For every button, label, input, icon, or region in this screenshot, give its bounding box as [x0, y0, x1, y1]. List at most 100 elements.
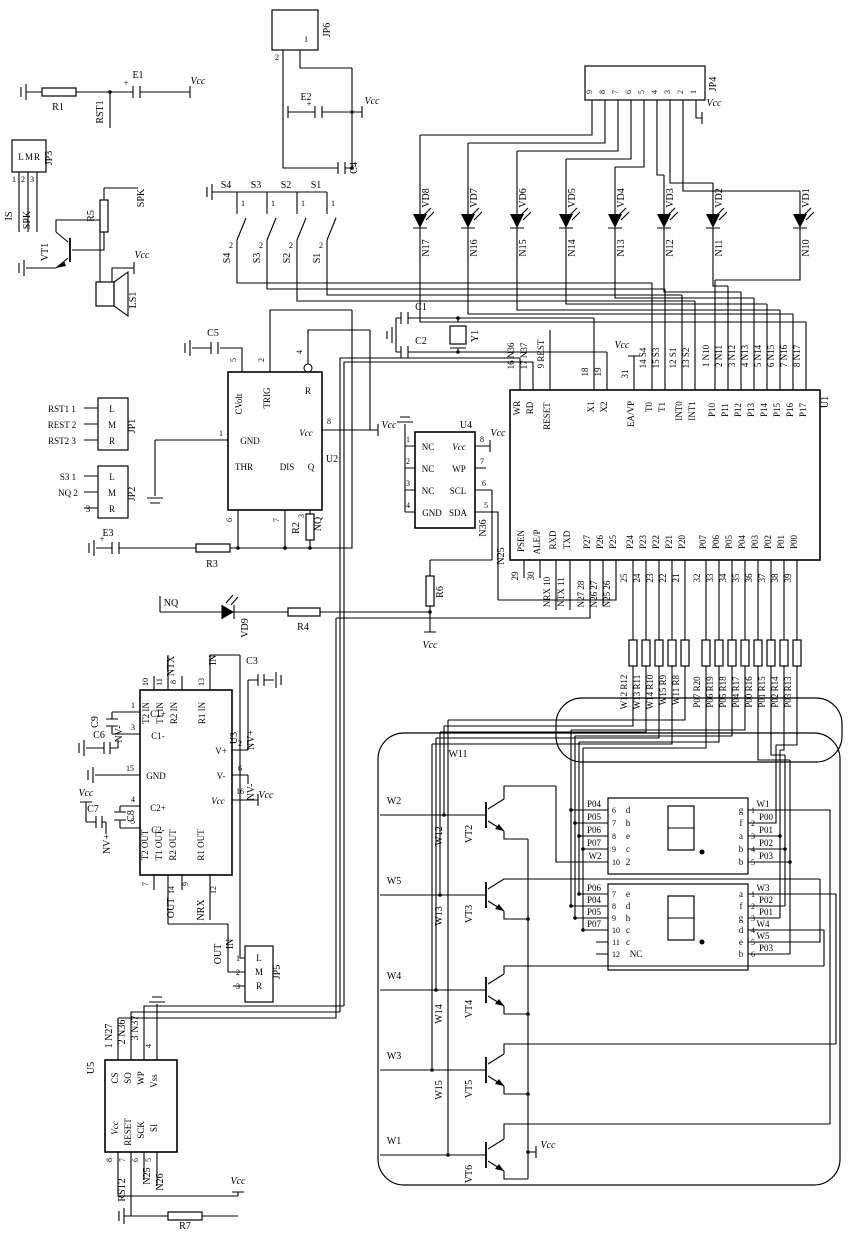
label-r5: R5 [86, 210, 97, 222]
label-2: 2 [289, 241, 293, 250]
label-6: 6 [612, 806, 616, 815]
label-1: 1 [12, 175, 16, 184]
label-g: g [739, 805, 744, 815]
label-u3: U3 [229, 732, 240, 744]
label-14: 14 [167, 886, 176, 894]
label-s2: S2 [282, 253, 293, 264]
crystal-y1 [449, 325, 467, 345]
resistor-r2 [305, 513, 315, 541]
label-w13: W13 [434, 906, 445, 925]
label-sck: SCK [136, 1121, 146, 1139]
label-b: b [739, 844, 744, 854]
label-c9: C9 [90, 716, 101, 728]
label-n25: N25 [142, 1167, 153, 1184]
label-4: 4 [406, 501, 410, 510]
label-rxd: RXD [548, 530, 558, 550]
label-jp2: JP2 [127, 487, 138, 501]
label-jp6: JP6 [322, 23, 333, 37]
label-n13: N13 [616, 239, 627, 256]
label-vcc: Vcc [110, 1121, 120, 1135]
label-t1-out: T1 OUT [154, 829, 164, 860]
label-out: OUT [166, 898, 177, 919]
label-2: 2 [751, 902, 755, 911]
label-p07: P07 [587, 919, 602, 929]
label-c1-: C1- [151, 731, 165, 741]
label-5: 5 [229, 358, 238, 362]
label-w5: W5 [387, 876, 401, 887]
label-w3: W3 [387, 1051, 401, 1062]
label-r2-in: R2 IN [169, 701, 179, 724]
label-nv+: NV+ [102, 834, 113, 854]
label-l: L [109, 472, 115, 482]
label-p27: P27 [582, 535, 592, 550]
label-cs: CS [110, 1072, 120, 1083]
label-e3: E3 [102, 528, 113, 539]
connector-jp2 [84, 465, 129, 519]
label-m: M [108, 488, 116, 498]
label-9: 9 [612, 845, 616, 854]
label-b: b [739, 857, 744, 867]
label-e2: E2 [300, 92, 311, 103]
label-ntx-11: NTX 11 [556, 577, 566, 606]
label-15-s3: 15 S3 [651, 347, 661, 368]
label-r6: R6 [435, 586, 446, 598]
label-w11: W11 [448, 749, 467, 760]
label-5-n14: 5 N14 [753, 344, 763, 367]
label-r1-in: R1 IN [197, 701, 207, 724]
label-c4: C4 [349, 162, 360, 174]
ic-u2-timer [88, 309, 436, 633]
label-m: M [25, 152, 33, 162]
connector-jp1 [84, 397, 129, 451]
label-12: 12 [209, 886, 218, 894]
label-c8: C8 [126, 810, 137, 822]
label-3-n37: 3 N37 [130, 1016, 141, 1041]
label-p22: P22 [651, 535, 661, 549]
label-3: 3 [30, 175, 34, 184]
label-txd: TXD [562, 530, 572, 549]
label-c5: C5 [207, 328, 219, 339]
label-p06: P06 [587, 825, 602, 835]
label-t2-in: T2 IN [141, 702, 151, 724]
label-gnd: GND [240, 436, 260, 446]
label-w15: W15 [434, 1080, 445, 1099]
label-6: 6 [225, 518, 234, 522]
label-is: IS [4, 212, 15, 221]
label-a: a [739, 831, 743, 841]
label-4: 4 [751, 845, 755, 854]
label-t0: T0 [644, 402, 654, 412]
label-rst1: RST1 [95, 100, 106, 123]
label-trig: TRIG [262, 387, 272, 408]
label-d: d [626, 901, 631, 911]
label-p26: P26 [595, 535, 605, 550]
label-2: 2 [257, 358, 266, 362]
label-c3: C3 [246, 656, 258, 667]
label-vcc: Vcc [191, 76, 207, 87]
label-cvolt: CVolt [234, 393, 244, 414]
label-p00-r16: P00 R16 [744, 676, 754, 708]
label-m: M [255, 967, 263, 977]
label-c: c [626, 925, 630, 935]
label-c1: C1 [415, 302, 427, 313]
label-16: 16 [236, 787, 244, 796]
label-11: 11 [612, 938, 620, 947]
connector-jp4-leds [413, 65, 815, 390]
resistor-r1 [41, 87, 77, 97]
label-t1: T1 [657, 402, 667, 412]
label-r2-out: R2 OUT [168, 829, 178, 861]
label-7-n16: 7 N16 [779, 344, 789, 367]
label-vt3: VT3 [464, 905, 475, 923]
label-dis: DIS [280, 462, 295, 472]
label-p05: P05 [724, 535, 734, 550]
label-r4: R4 [297, 622, 309, 633]
label-scl: SCL [450, 486, 467, 496]
label-p06: P06 [587, 883, 602, 893]
label-2: 2 [275, 53, 279, 62]
label-wp: WP [452, 464, 466, 474]
label-nc: NC [630, 949, 643, 959]
label-p14: P14 [759, 403, 769, 418]
resistor-r6 [425, 575, 435, 607]
label-p07-r20: P07 R20 [692, 676, 702, 708]
label-8: 8 [612, 832, 616, 841]
ic-u5 [104, 996, 244, 1224]
